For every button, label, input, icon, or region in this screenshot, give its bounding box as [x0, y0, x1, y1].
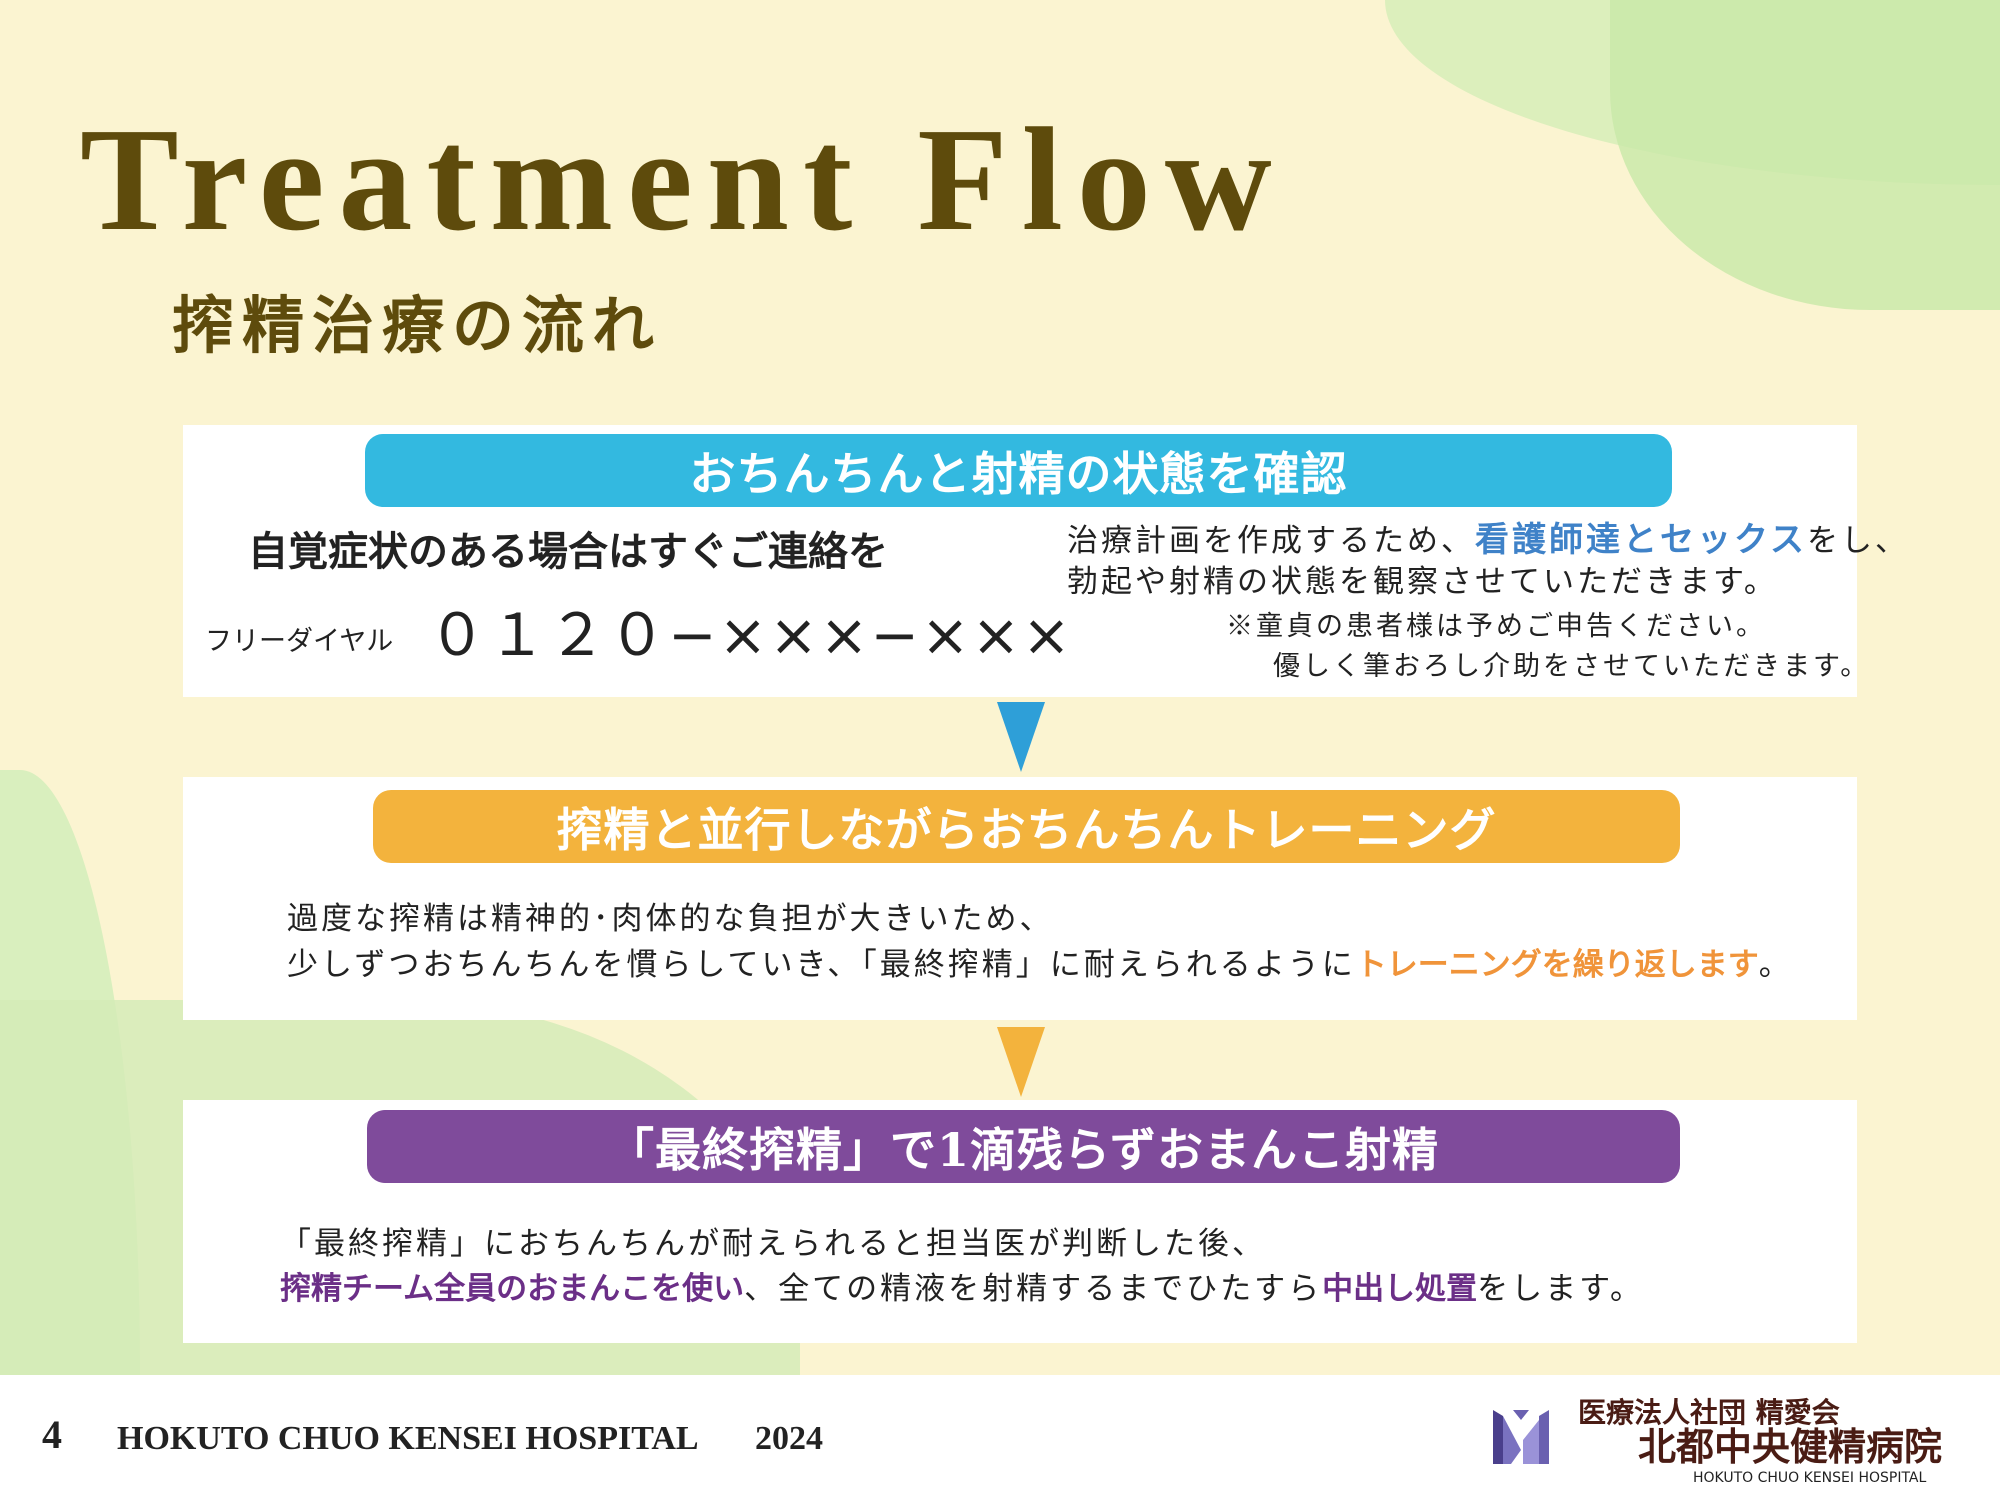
page-title: Treatment Flow [80, 98, 1286, 262]
highlight-text: 搾精チーム全員のおまんこを使い [280, 1271, 745, 1307]
text: 少しずつおちんちんを慣らしていき、「最終搾精」に耐えられるように [287, 947, 1356, 983]
text: 治療計画を作成するため、 [1067, 523, 1475, 559]
org-name: 医療法人社団 精愛会 [1578, 1396, 1840, 1429]
footer-hospital-name: HOKUTO CHUO KENSEI HOSPITAL [117, 1420, 699, 1457]
highlight-text: 看護師達とセックス [1475, 520, 1807, 560]
step1-desc-2: 勃起や射精の状態を観察させていただきます。 [1067, 564, 1778, 600]
freedial-label: フリーダイヤル [205, 626, 394, 657]
arrow-down-icon [997, 702, 1045, 772]
contact-text: 自覚症状のある場合はすぐご連絡を [248, 529, 888, 575]
step1-note-2: 優しく筆おろし介助をさせていただきます。 [1273, 651, 1871, 682]
text: をします。 [1477, 1271, 1644, 1307]
step1-card: おちんちんと射精の状態を確認 自覚症状のある場合はすぐご連絡を フリーダイヤル … [183, 425, 1906, 697]
text: をし、 [1806, 523, 1909, 559]
highlight-text: トレーニングを繰り返します [1355, 947, 1759, 983]
step3-header: 「最終搾精」で1滴残らずおまんこ射精 [367, 1110, 1680, 1183]
arrow-down-icon [997, 1027, 1045, 1097]
decor-blob [1610, 0, 2000, 310]
logo-hospital-name: 北都中央健精病院 [1638, 1424, 1943, 1469]
page-number: 4 [42, 1412, 65, 1457]
highlight-text: 中出し処置 [1322, 1271, 1478, 1307]
hospital-logo-icon [1493, 1410, 1549, 1464]
step1-desc-1: 治療計画を作成するため、看護師達とセックスをし、 [1067, 518, 1909, 563]
step3-line-1: 「最終搾精」におちんちんが耐えられると担当医が判断した後、 [280, 1226, 1266, 1262]
footer-year: 2024 [755, 1420, 823, 1457]
text: 、全ての精液を射精するまでひたすら [744, 1271, 1323, 1307]
phone-number[interactable]: ０１２０−×××−××× [428, 601, 1073, 669]
logo-hospital-en: HOKUTO CHUO KENSEI HOSPITAL [1693, 1470, 1927, 1486]
step1-note-1: ※童貞の患者様は予めご申告ください。 [1226, 611, 1766, 642]
step2-line-2: 少しずつおちんちんを慣らしていき、「最終搾精」に耐えられるようにトレーニングを繰… [287, 943, 1793, 987]
step2-header: 搾精と並行しながらおちんちんトレーニング [373, 790, 1680, 863]
text: 。 [1758, 947, 1793, 983]
page-subtitle: 搾精治療の流れ [172, 289, 663, 362]
footer: 4 HOKUTO CHUO KENSEI HOSPITAL 2024 医療法人社… [0, 1375, 2000, 1500]
step2-card: 搾精と並行しながらおちんちんトレーニング 過度な搾精は精神的･肉体的な負担が大き… [183, 777, 1857, 1020]
step1-header: おちんちんと射精の状態を確認 [365, 434, 1672, 507]
step3-line-2: 搾精チーム全員のおまんこを使い、全ての精液を射精するまでひたすら中出し処置をしま… [280, 1267, 1644, 1311]
step2-line-1: 過度な搾精は精神的･肉体的な負担が大きいため、 [287, 901, 1054, 937]
step3-card: 「最終搾精」で1滴残らずおまんこ射精 「最終搾精」におちんちんが耐えられると担当… [183, 1100, 1857, 1343]
